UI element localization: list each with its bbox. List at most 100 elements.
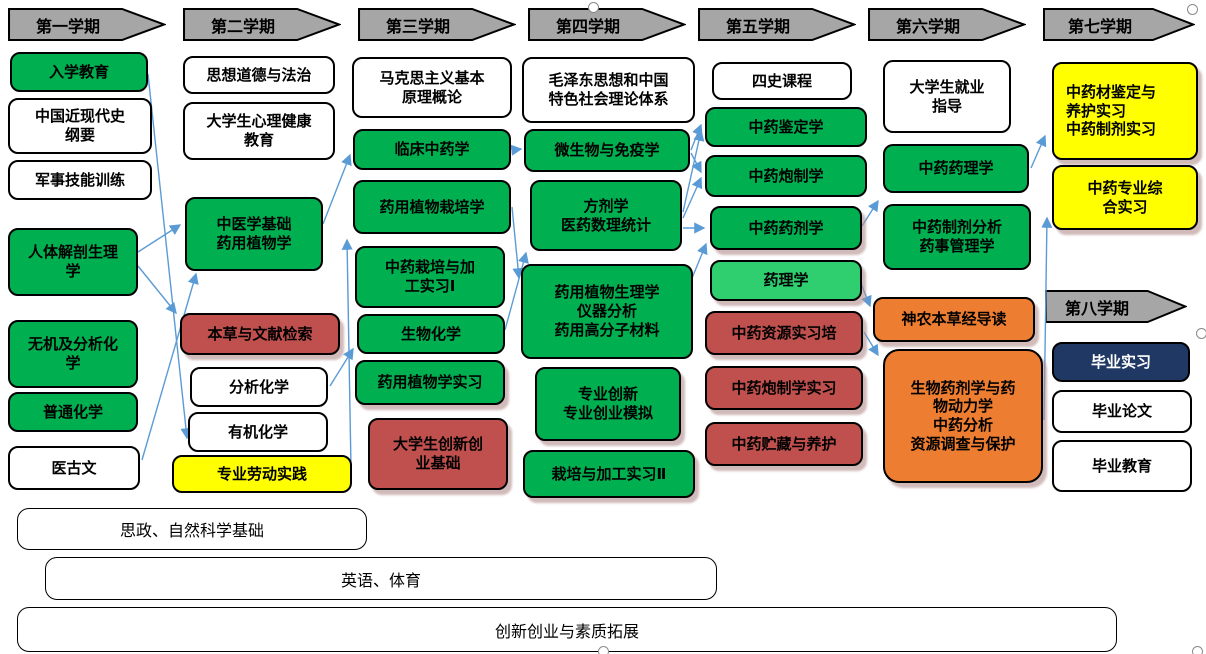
semester-label: 第七学期 [1067, 16, 1132, 36]
course-box[interactable]: 中药栽培与加 工实习Ⅰ [355, 246, 505, 308]
course-box[interactable]: 分析化学 [190, 367, 328, 407]
course-box[interactable]: 药用植物栽培学 [353, 180, 511, 234]
course-box[interactable]: 微生物与免疫学 [524, 129, 690, 172]
course-label: 生物药剂学与药 物动力学 中药分析 资源调查与保护 [910, 378, 1016, 453]
course-label: 方剂学 医药数理统计 [560, 196, 651, 234]
course-box[interactable]: 大学生心理健康 教育 [183, 102, 335, 160]
course-box[interactable]: 中药专业综 合实习 [1052, 165, 1198, 230]
course-box[interactable]: 生物化学 [357, 314, 505, 354]
selection-handle-icon[interactable] [1196, 328, 1206, 339]
course-label: 专业劳动实践 [216, 464, 307, 483]
course-box[interactable]: 药理学 [710, 260, 862, 301]
course-box[interactable]: 中药贮藏与养护 [705, 422, 863, 466]
arrow-banner-shape [1043, 8, 1195, 41]
banner-label: 思政、自然科学基础 [119, 521, 264, 540]
arrow-banner-shape [868, 8, 1026, 41]
course-box[interactable]: 中药药剂学 [710, 206, 862, 250]
banner-label: 英语、体育 [340, 570, 421, 590]
course-box[interactable]: 中医学基础 药用植物学 [185, 197, 323, 271]
course-box[interactable]: 毛泽东思想和中国 特色社会理论体系 [522, 57, 695, 123]
course-box[interactable]: 生物药剂学与药 物动力学 中药分析 资源调查与保护 [883, 349, 1043, 483]
course-box[interactable]: 医古文 [8, 446, 140, 490]
course-label: 军事技能训练 [34, 170, 125, 189]
course-box[interactable]: 无机及分析化 学 [8, 320, 138, 388]
course-label: 四史课程 [751, 71, 812, 90]
course-label: 神农本草经导读 [901, 310, 1007, 329]
course-box[interactable]: 思想道德与法治 [183, 56, 335, 94]
course-box[interactable]: 四史课程 [712, 62, 852, 100]
semester-label: 第八学期 [1064, 298, 1129, 318]
arrow-banner-shape [8, 8, 166, 41]
course-box[interactable]: 马克思主义基本 原理概论 [352, 57, 512, 118]
semester-header-7[interactable]: 第七学期 [1043, 8, 1195, 41]
course-label: 无机及分析化 学 [27, 335, 118, 372]
course-label: 中药资源实习培 [731, 323, 837, 342]
course-box[interactable]: 入学教育 [10, 52, 148, 92]
course-box[interactable]: 有机化学 [188, 412, 328, 452]
course-box[interactable]: 药用植物生理学 仪器分析 药用高分子材料 [521, 264, 693, 359]
course-box[interactable]: 毕业教育 [1052, 440, 1192, 492]
banner-module[interactable]: 英语、体育 [45, 557, 717, 600]
course-box[interactable]: 方剂学 医药数理统计 [530, 180, 682, 251]
semester-label: 第二学期 [210, 16, 275, 36]
course-box[interactable]: 药用植物学实习 [355, 360, 505, 405]
course-label: 大学生创新创 业基础 [392, 435, 483, 472]
course-label: 大学生心理健康 教育 [206, 112, 312, 149]
course-label: 药用植物学实习 [377, 373, 483, 392]
course-box[interactable]: 临床中药学 [353, 129, 511, 170]
course-box[interactable]: 专业劳动实践 [172, 455, 352, 493]
semester-header-6[interactable]: 第六学期 [868, 8, 1026, 41]
course-box[interactable]: 中药炮制学 [705, 155, 867, 197]
semester-header-3[interactable]: 第三学期 [358, 8, 516, 41]
banner-module[interactable]: 思政、自然科学基础 [17, 508, 367, 550]
semester-label: 第一学期 [35, 16, 100, 36]
course-label: 微生物与免疫学 [554, 141, 660, 160]
course-box[interactable]: 中药鉴定学 [705, 107, 867, 147]
semester-header-5[interactable]: 第五学期 [698, 8, 856, 41]
course-box[interactable]: 中药药理学 [883, 144, 1029, 193]
course-box[interactable]: 本草与文献检索 [180, 313, 340, 355]
course-box[interactable]: 普通化学 [8, 392, 138, 432]
course-label: 中药药理学 [918, 159, 994, 178]
course-label: 中药鉴定学 [748, 117, 824, 136]
course-label: 中医学基础 药用植物学 [216, 215, 292, 252]
course-label: 普通化学 [42, 402, 103, 421]
course-box[interactable]: 毕业论文 [1052, 390, 1192, 433]
course-box[interactable]: 大学生就业 指导 [883, 60, 1011, 133]
course-box[interactable]: 神农本草经导读 [873, 297, 1035, 342]
selection-handle-icon[interactable] [1187, 4, 1198, 15]
arrow-banner-shape [183, 8, 341, 41]
course-label: 马克思主义基本 原理概论 [379, 68, 485, 106]
course-box[interactable]: 专业创新 专业创业模拟 [535, 367, 681, 441]
course-box[interactable]: 中药材鉴定与 养护实习 中药制剂实习 [1052, 62, 1198, 160]
semester-label: 第三学期 [385, 16, 450, 36]
course-box[interactable]: 中药制剂分析 药事管理学 [883, 204, 1031, 270]
course-box[interactable]: 中药资源实习培 [705, 311, 863, 355]
course-box[interactable]: 人体解剖生理 学 [8, 228, 138, 296]
selection-handle-icon[interactable] [1192, 646, 1203, 654]
course-box[interactable]: 中药炮制学实习 [705, 366, 863, 410]
course-label: 有机化学 [227, 422, 288, 441]
semester-header-4[interactable]: 第四学期 [528, 8, 686, 41]
course-label: 中药炮制学 [748, 166, 824, 185]
course-label: 中药制剂分析 药事管理学 [911, 218, 1002, 255]
selection-handle-icon[interactable] [588, 2, 599, 13]
course-label: 人体解剖生理 学 [27, 243, 118, 280]
course-box[interactable]: 大学生创新创 业基础 [368, 418, 508, 490]
course-box[interactable]: 军事技能训练 [8, 160, 152, 200]
course-box[interactable]: 栽培与加工实习Ⅱ [523, 450, 695, 498]
semester-header-8[interactable]: 第八学期 [1045, 290, 1187, 323]
course-box[interactable]: 中国近现代史 纲要 [8, 98, 152, 154]
semester-header-2[interactable]: 第二学期 [183, 8, 341, 41]
course-label: 专业创新 专业创业模拟 [562, 385, 653, 422]
selection-handle-icon[interactable] [598, 646, 609, 654]
course-label: 药理学 [763, 271, 809, 290]
course-box[interactable]: 毕业实习 [1052, 342, 1190, 382]
course-label: 中药药剂学 [748, 218, 824, 237]
banner-module[interactable]: 创新创业与素质拓展 [17, 607, 1117, 652]
semester-header-1[interactable]: 第一学期 [8, 8, 166, 41]
course-label: 中药贮藏与养护 [731, 434, 837, 453]
course-label: 大学生就业 指导 [909, 77, 985, 115]
arrow-banner-shape [528, 8, 686, 41]
course-label: 药用植物生理学 仪器分析 药用高分子材料 [554, 283, 660, 339]
